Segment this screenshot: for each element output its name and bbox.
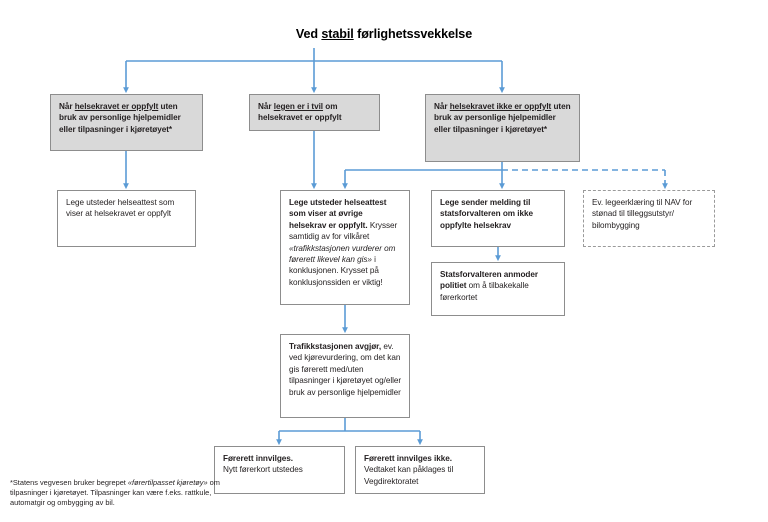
node-right-top-underlined: helsekravet ikke er oppfylt [449, 102, 552, 111]
node-mid-top-post: om helsekravet er oppfylt [258, 102, 342, 123]
footnote: *Statens vegvesen bruker begrepet «fører… [10, 478, 225, 509]
node-innvilges-head: Førerett innvilges. [223, 454, 294, 463]
node-anmoder-head: Statsforvalteren anmoder politiet [440, 270, 538, 291]
node-forerett-innvilges-ikke[interactable]: Førerett innvilges ikke. Vedtaket kan på… [355, 446, 485, 494]
node-legeerklaering-nav[interactable]: Ev. legeerklæring til NAV for stønad til… [583, 190, 715, 247]
node-avslag-head: Førerett innvilges ikke. [364, 454, 452, 463]
node-lege-utsteder-helseattest-ovrige[interactable]: Lege utsteder helseattest som viser at ø… [280, 190, 410, 305]
node-right-top-pre: Når [434, 102, 450, 111]
title-underlined: stabil [321, 27, 354, 41]
node-attest-ovrige-head: Lege utsteder helseattest som viser at ø… [289, 198, 387, 230]
node-helsekrav-oppfylt[interactable]: Når helsekravet er oppfylt uten bruk av … [50, 94, 203, 151]
node-anmoder-body: om å tilbakekalle førerkortet [440, 281, 529, 302]
title-pre: Ved [295, 27, 322, 41]
node-trafikk-head: Trafikkstasjonen avgjør, [289, 342, 382, 351]
node-lege-utsteder-helseattest-oppfylt[interactable]: Lege utsteder helseattest som viser at h… [57, 190, 196, 247]
node-avslag-body: Vedtaket kan påklages til Vegdirektorate… [364, 465, 454, 486]
node-helsekrav-ikke-oppfylt[interactable]: Når helsekravet ikke er oppfylt uten bru… [425, 94, 580, 162]
node-statsforvalteren-anmoder-politiet[interactable]: Statsforvalteren anmoder politiet om å t… [431, 262, 565, 316]
footnote-pre: *Statens vegvesen bruker begrepet [10, 478, 128, 487]
node-nav-body: Ev. legeerklæring til NAV for stønad til… [592, 198, 693, 230]
node-attest-ok-body: Lege utsteder helseattest som viser at h… [66, 198, 175, 219]
node-left-top-underlined: helsekravet er oppfylt [74, 102, 159, 111]
node-right-top-post: uten bruk av personlige hjelpemidler ell… [434, 102, 571, 134]
node-trafikkstasjonen-avgjor[interactable]: Trafikkstasjonen avgjør, ev. ved kjørevu… [280, 334, 410, 418]
node-attest-ovrige-body-italic: «trafikkstasjonen vurderer om førerett l… [289, 243, 396, 265]
footnote-post: om tilpasninger i kjøretøyet. Tilpasning… [10, 478, 220, 508]
node-attest-ovrige-body-pre: Krysser samtidig av for vilkåret [289, 220, 398, 242]
node-innvilges-body: Nytt førerkort utstedes [223, 465, 303, 475]
node-melding-body: Lege sender melding til statsforvalteren… [440, 198, 533, 230]
title-post: førlighetssvekkelse [353, 27, 473, 41]
node-mid-top-pre: Når [258, 102, 274, 111]
node-legen-i-tvil[interactable]: Når legen er i tvil om helsekravet er op… [249, 94, 380, 131]
node-left-top-post: uten bruk av personlige hjelpemidler ell… [59, 102, 181, 134]
node-trafikk-body: ev. ved kjørevurdering, om det kan gis f… [289, 342, 402, 397]
page-title: Ved stabil førlighetssvekkelse [0, 27, 768, 41]
node-attest-ovrige-body-post: i konklusjonen. Krysset på konklusjonssi… [289, 255, 383, 287]
node-mid-top-underlined: legen er i tvil [273, 102, 324, 111]
node-left-top-pre: Når [59, 102, 75, 111]
node-forerett-innvilges[interactable]: Førerett innvilges. Nytt førerkort utste… [214, 446, 345, 494]
node-lege-sender-melding-statsforvalteren[interactable]: Lege sender melding til statsforvalteren… [431, 190, 565, 247]
footnote-italic: «førertilpasset kjøretøy» [127, 478, 208, 487]
